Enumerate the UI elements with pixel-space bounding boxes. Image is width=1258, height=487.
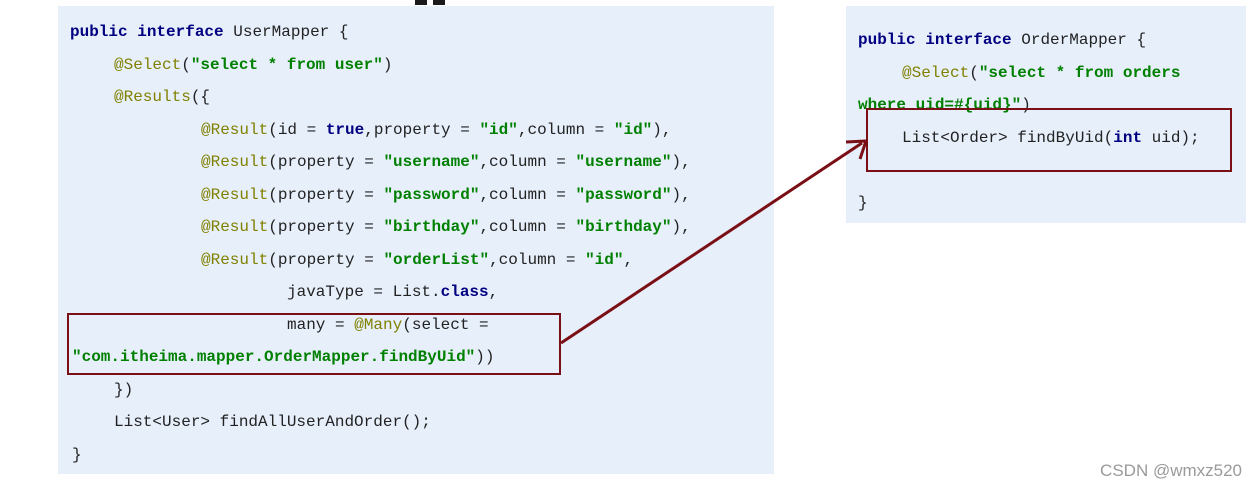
find-all-user-and-order-method: List<User> findAllUserAndOrder();	[114, 413, 431, 431]
csdn-watermark: CSDN @wmxz520	[1100, 461, 1242, 480]
orders-select-annotation-line: @Select("select * from orders	[902, 64, 1181, 82]
many-annotation-line: many = @Many(select =	[287, 316, 489, 334]
order-mapper-code-panel	[846, 6, 1246, 223]
result-id-line: @Result(id = true,property = "id",column…	[201, 121, 672, 139]
results-annotation-line: @Results({	[114, 88, 211, 106]
select-annotation-line: @Select("select * from user")	[114, 56, 393, 74]
result-orderlist-line: @Result(property = "orderList",column = …	[201, 251, 634, 269]
user-mapper-code-panel	[58, 6, 774, 474]
arrowhead-icon	[845, 139, 869, 160]
result-birthday-line: @Result(property = "birthday",column = "…	[201, 218, 691, 236]
result-password-line: @Result(property = "password",column = "…	[201, 186, 691, 204]
find-by-uid-method: List<Order> findByUid(int uid);	[902, 129, 1200, 147]
result-username-line: @Result(property = "username",column = "…	[201, 153, 691, 171]
order-mapper-close-brace: }	[858, 194, 868, 212]
arrow-shaft	[560, 141, 863, 345]
results-close-line: })	[114, 381, 134, 399]
javatype-line: javaType = List.class,	[287, 283, 499, 301]
many-select-highlight-box	[67, 313, 561, 375]
clipped-heading-fragment	[395, 0, 485, 6]
user-mapper-declaration: public interface UserMapper {	[70, 23, 349, 41]
order-mapper-declaration: public interface OrderMapper {	[858, 31, 1147, 49]
user-mapper-close-brace: }	[72, 446, 82, 464]
many-select-target-line: "com.itheima.mapper.OrderMapper.findByUi…	[72, 348, 495, 366]
